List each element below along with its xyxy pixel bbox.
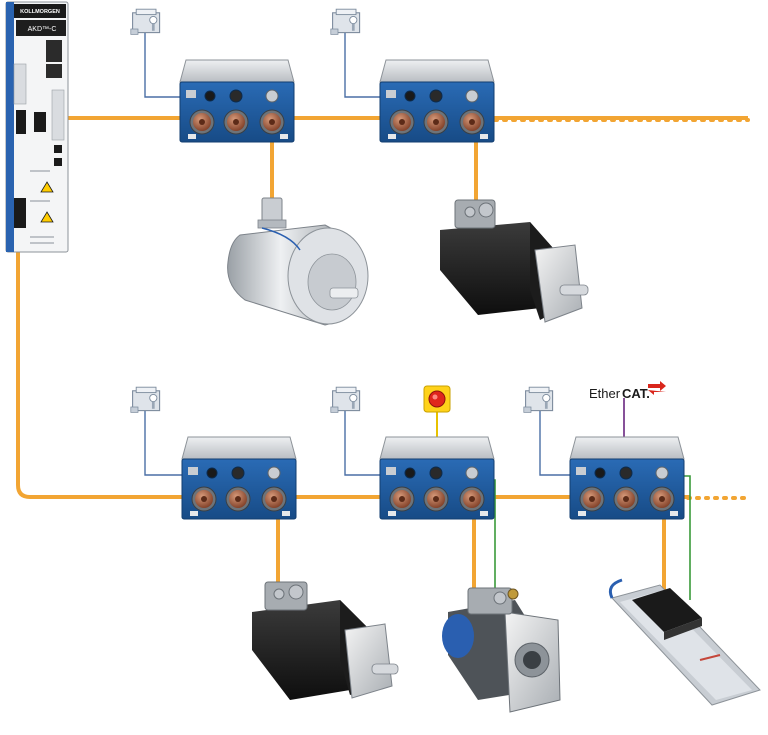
power-connector (649, 486, 675, 512)
servo-motor-1 (440, 199, 589, 323)
sensor4-line (344, 410, 385, 476)
power-connector (259, 109, 285, 135)
power-connector (613, 486, 639, 512)
ethercat-logo: Ether CAT. (589, 381, 666, 401)
servo-motor-3 (442, 587, 561, 713)
power-connector (389, 486, 415, 512)
sensor3-line (144, 410, 185, 476)
warning-icon (40, 181, 54, 193)
servo-motor-2 (252, 581, 399, 700)
power-connector (423, 486, 449, 512)
power-connector (389, 109, 415, 135)
emergency-stop-icon (423, 385, 451, 413)
power-connector (459, 486, 485, 512)
limit-switch-icon (130, 386, 161, 413)
drive-module-4 (379, 436, 495, 520)
limit-switch-icon (130, 8, 161, 35)
limit-switch-icon (330, 8, 361, 35)
akd-controller: KOLLMORGEN AKD™-C (5, 1, 69, 253)
power-connector (225, 486, 251, 512)
ethercat-arrows-icon (648, 381, 666, 395)
drive-module-3 (181, 436, 297, 520)
power-connector (223, 109, 249, 135)
limit-switch-icon (523, 386, 554, 413)
ethercat-logo-bold: CAT. (622, 386, 650, 401)
power-connector (579, 486, 605, 512)
ethercat-logo-regular: Ether (589, 386, 621, 401)
rotary-encoder (227, 197, 369, 326)
power-connector (191, 486, 217, 512)
power-connector (189, 109, 215, 135)
drive-module-5 (569, 436, 685, 520)
power-connector (261, 486, 287, 512)
return-bus-cable (16, 248, 690, 499)
limit-switch-icon (330, 386, 361, 413)
drive-module-2 (379, 59, 495, 143)
sensor1-line (144, 30, 185, 98)
power-connector (423, 109, 449, 135)
controller-model: AKD™-C (28, 26, 57, 33)
sensor2-line (344, 30, 385, 98)
power-connector (459, 109, 485, 135)
linear-motor (608, 578, 761, 706)
warning-icon (40, 211, 54, 223)
sensor5-line (539, 410, 575, 476)
drive-module-1 (179, 59, 295, 143)
controller-brand: KOLLMORGEN (20, 9, 60, 15)
